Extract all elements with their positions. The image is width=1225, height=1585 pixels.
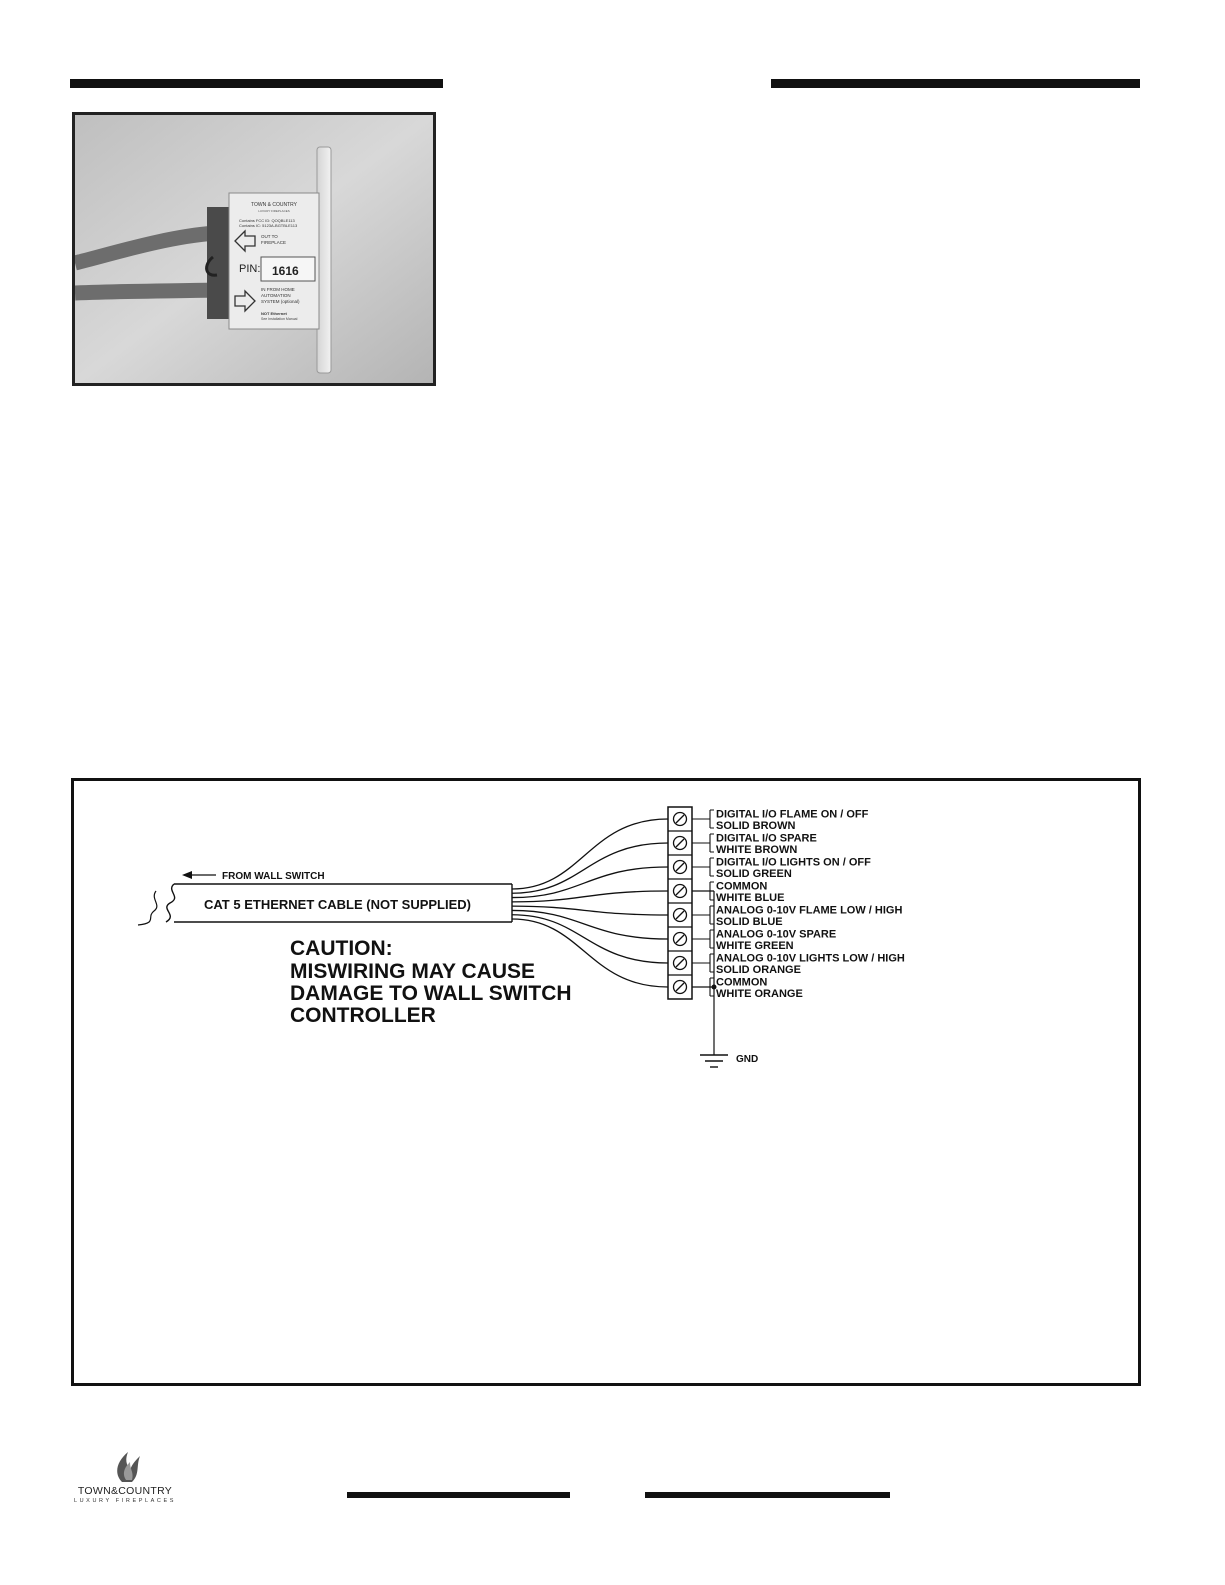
terminal-function-label: COMMON <box>716 881 767 893</box>
cable-label: CAT 5 ETHERNET CABLE (NOT SUPPLIED) <box>204 897 471 912</box>
terminal-wire-color-label: SOLID BLUE <box>716 916 783 928</box>
terminal-wire-color-label: WHITE BROWN <box>716 844 797 856</box>
ground-symbol-icon <box>700 1054 728 1068</box>
wiring-diagram: FROM WALL SWITCH CAT 5 ETHERNET CABLE (N… <box>71 778 1141 1386</box>
terminal-wire-color-label: WHITE ORANGE <box>716 988 803 1000</box>
wire <box>511 866 669 899</box>
arrow-right-icon <box>234 289 256 313</box>
terminal-screw-icon <box>672 931 688 947</box>
label-bracket <box>692 833 714 853</box>
brand-line-1: TOWN & COUNTRY <box>251 202 298 208</box>
terminal-function-label: ANALOG 0-10V SPARE <box>716 929 836 941</box>
caution-line-1: CAUTION: <box>290 937 393 960</box>
wire <box>511 918 669 988</box>
fcc-line: Contains FCC ID: QOQBLE113 <box>239 218 296 223</box>
caution-line-3: DAMAGE TO WALL SWITCH <box>290 982 572 1005</box>
pin-label: PIN: <box>239 263 260 275</box>
label-bracket <box>692 857 714 877</box>
header-rule-right <box>771 79 1140 88</box>
terminal-wire-color-label: SOLID GREEN <box>716 868 792 880</box>
header-rule-left <box>70 79 443 88</box>
terminal-wire-color-label: WHITE GREEN <box>716 940 794 952</box>
pin-box <box>260 256 316 282</box>
terminal-screw-icon <box>672 979 688 995</box>
in-line-3: SYSTEM (optional) <box>261 299 300 304</box>
terminal-screw-icon <box>672 835 688 851</box>
ic-line: Contains IC: 5123A-BGTBLE113 <box>239 223 298 228</box>
label-bracket <box>692 953 714 973</box>
cable-lower <box>75 282 216 301</box>
terminal-screw-icon <box>672 859 688 875</box>
wire <box>511 914 669 964</box>
ethernet-cable <box>137 883 513 926</box>
caution-line-4: CONTROLLER <box>290 1004 436 1027</box>
wire <box>511 842 669 894</box>
terminal-function-label: DIGITAL I/O FLAME ON / OFF <box>716 809 869 821</box>
not-ethernet-line-1: NOT Ethernet <box>261 311 287 316</box>
terminal-screw-icon <box>672 883 688 899</box>
not-ethernet-line-2: See Installation Manual <box>261 317 298 321</box>
terminal-function-label: ANALOG 0-10V LIGHTS LOW / HIGH <box>716 953 905 965</box>
cable-upper <box>75 225 216 271</box>
footer-rule-right <box>645 1492 890 1498</box>
from-wall-switch-label: FROM WALL SWITCH <box>222 871 325 882</box>
label-bracket <box>692 809 714 829</box>
gnd-label: GND <box>736 1054 758 1065</box>
ground-bus <box>692 890 717 1055</box>
wire <box>511 909 669 940</box>
terminal-screw-icon <box>672 955 688 971</box>
label-bracket <box>692 929 714 949</box>
terminal-wire-color-label: SOLID BROWN <box>716 820 795 832</box>
terminal-function-label: DIGITAL I/O LIGHTS ON / OFF <box>716 857 871 869</box>
wire <box>511 890 669 903</box>
label-bracket <box>692 905 714 925</box>
brand-line-2: LUXURY FIREPLACES <box>258 209 290 213</box>
wire <box>511 905 669 916</box>
terminal-screw-icon <box>672 811 688 827</box>
footer-rule-left <box>347 1492 570 1498</box>
terminal-wire-color-label: WHITE BLUE <box>716 892 784 904</box>
from-wall-switch-arrow <box>182 871 216 879</box>
in-line-2: AUTOMATION <box>261 293 291 298</box>
terminal-function-label: DIGITAL I/O SPARE <box>716 833 817 845</box>
terminal-function-label: COMMON <box>716 977 767 989</box>
logo-name: TOWN&COUNTRY <box>77 1485 173 1497</box>
wire-group <box>511 818 669 988</box>
out-line-1: OUT TO <box>261 234 278 239</box>
arrow-left-icon <box>234 229 256 253</box>
wire <box>511 818 669 890</box>
pin-value: 1616 <box>272 264 299 278</box>
wall-switch-photo: TOWN & COUNTRY LUXURY FIREPLACES Contain… <box>72 112 436 386</box>
logo-tagline: LUXURY FIREPLACES <box>73 1498 177 1504</box>
terminal-function-label: ANALOG 0-10V FLAME LOW / HIGH <box>716 905 902 917</box>
terminal-wire-color-label: SOLID ORANGE <box>716 964 801 976</box>
in-line-1: IN FROM HOME <box>261 287 295 292</box>
terminal-screw-icon <box>672 907 688 923</box>
out-line-2: FIREPLACE <box>261 240 286 245</box>
caution-line-2: MISWIRING MAY CAUSE <box>290 960 535 983</box>
town-country-logo-icon <box>117 1452 140 1482</box>
